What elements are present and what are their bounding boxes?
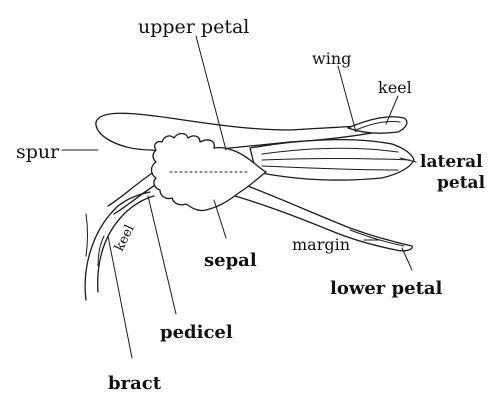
- label-keel-small: keel: [112, 223, 138, 254]
- label-lateral: lateral: [420, 152, 483, 172]
- label-bract: bract: [108, 373, 162, 394]
- label-keel-top: keel: [378, 78, 412, 97]
- label-pedicel: pedicel: [160, 322, 233, 343]
- label-wing: wing: [312, 49, 351, 68]
- label-sepal: sepal: [204, 250, 257, 271]
- label-spur: spur: [16, 141, 60, 163]
- label-lower-petal: lower petal: [330, 278, 443, 299]
- label-upper-petal: upper petal: [138, 16, 249, 38]
- label-margin: margin: [292, 235, 350, 254]
- lateral-petal-shape: [250, 140, 414, 180]
- keel-shape: [348, 117, 407, 133]
- label-petal: petal: [437, 173, 486, 193]
